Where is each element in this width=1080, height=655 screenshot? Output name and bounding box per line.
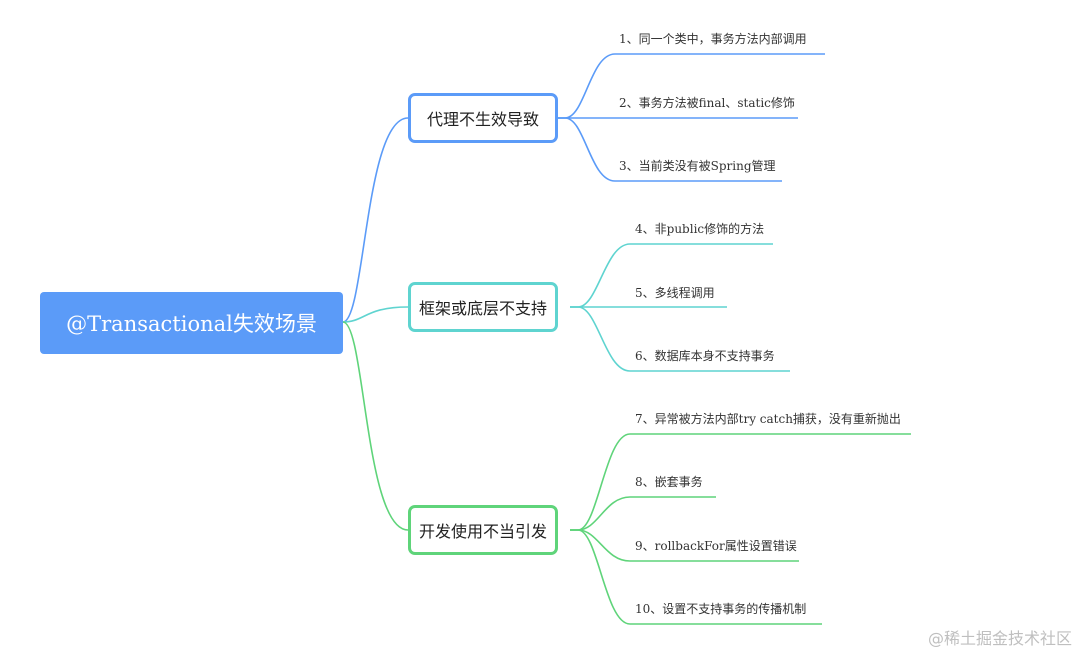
leaf-8[interactable]: 8、嵌套事务 <box>635 475 703 489</box>
leaf-4[interactable]: 4、非public修饰的方法 <box>635 222 765 236</box>
leaf-6[interactable]: 6、数据库本身不支持事务 <box>635 349 775 363</box>
root-to-branch-1-line <box>342 117 409 323</box>
root-node[interactable]: @Transactional失效场景 <box>40 292 343 354</box>
leaf-5[interactable]: 5、多线程调用 <box>635 286 715 300</box>
branch-3-leaf-1-line <box>570 433 911 531</box>
leaf-7[interactable]: 7、异常被方法内部try catch捕获，没有重新抛出 <box>635 412 901 426</box>
leaf-9[interactable]: 9、rollbackFor属性设置错误 <box>635 539 797 553</box>
branch-1-leaf-3-line <box>557 117 782 182</box>
branch-3-leaf-4-line <box>570 529 822 625</box>
branch-2-leaf-3-line <box>570 306 790 372</box>
leaf-10[interactable]: 10、设置不支持事务的传播机制 <box>635 602 807 616</box>
root-to-branch-3-line <box>342 321 409 531</box>
leaf-3[interactable]: 3、当前类没有被Spring管理 <box>619 159 776 173</box>
leaf-2[interactable]: 2、事务方法被final、static修饰 <box>619 96 795 110</box>
branch-improper-usage[interactable]: 开发使用不当引发 <box>408 505 558 555</box>
watermark: @稀土掘金技术社区 <box>927 629 1072 648</box>
branch-proxy-not-effective[interactable]: 代理不生效导致 <box>408 93 558 143</box>
leaf-1[interactable]: 1、同一个类中，事务方法内部调用 <box>619 32 807 46</box>
branch-framework-not-supported[interactable]: 框架或底层不支持 <box>408 282 558 332</box>
root-to-branch-2-line <box>342 306 409 323</box>
